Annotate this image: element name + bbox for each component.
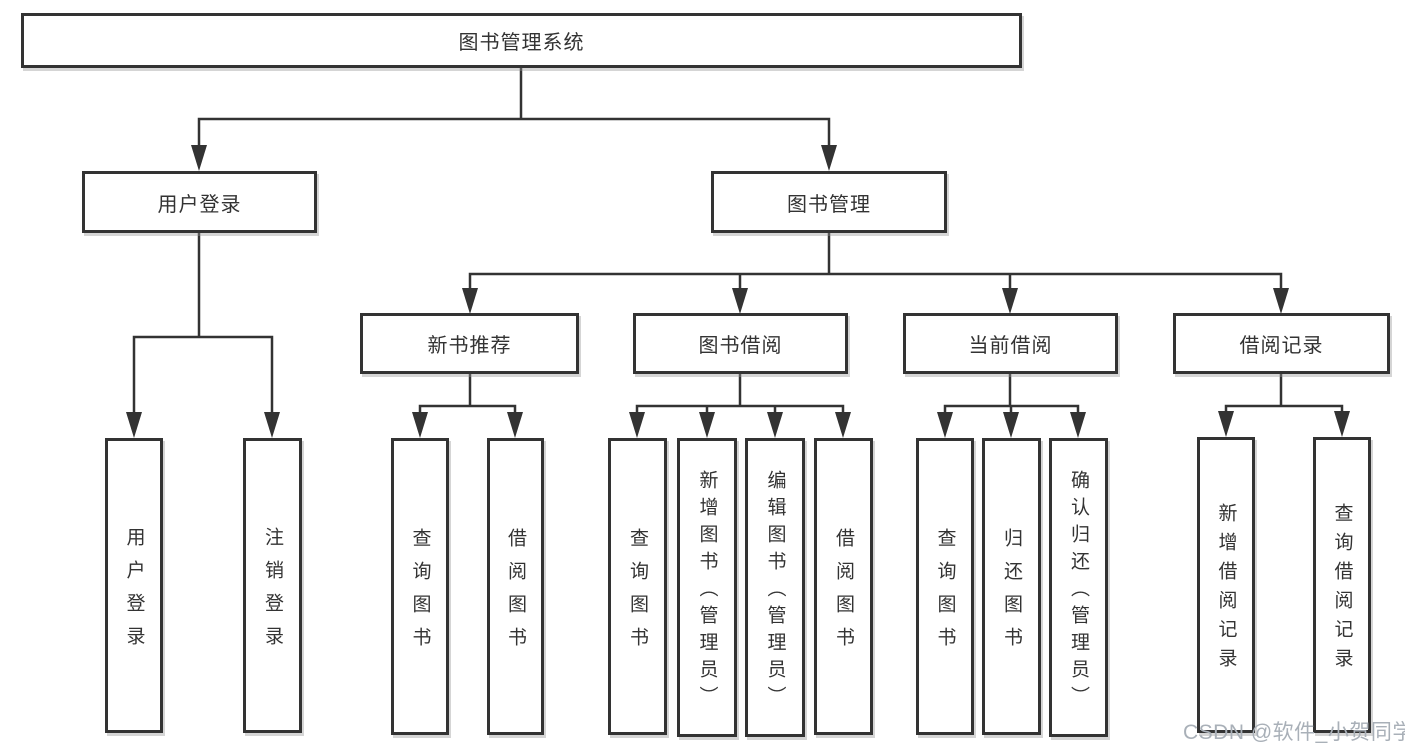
arrowhead-icon [767,412,783,438]
leaf-logout: 注销登录 [243,438,302,733]
node-label: 当前借阅 [968,335,1053,357]
arrowhead-icon [699,412,715,438]
node-label: 借阅记录 [1239,335,1324,357]
arrowhead-icon [507,412,523,438]
arrowhead-icon [629,412,645,438]
node-library-management-system: 图书管理系统 [21,13,1022,68]
leaf-label: 编辑图书（管理员） [764,470,786,713]
leaf-query-books-current: 查询图书 [916,438,974,735]
connector-userlogin-to-leaves [132,230,274,420]
leaf-label: 新增图书（管理员） [696,470,718,713]
node-new-book-recommendation: 新书推荐 [360,313,579,374]
node-label: 图书借阅 [698,335,783,357]
leaf-label: 查询图书 [934,527,956,660]
arrowhead-icon [412,412,428,438]
arrowhead-icon [126,412,142,438]
arrowhead-icon [1070,412,1086,438]
leaf-label: 归还图书 [1001,527,1022,660]
arrowhead-icon [1218,411,1234,437]
node-user-login: 用户登录 [82,171,317,233]
arrowhead-icon [462,288,478,314]
node-book-management: 图书管理 [711,171,947,233]
leaf-query-books-borrow: 查询图书 [608,438,667,735]
leaf-label: 用户登录 [123,526,145,659]
leaf-label: 借阅图书 [833,527,854,660]
node-current-borrowing: 当前借阅 [903,313,1118,374]
arrowhead-icon [937,412,953,438]
csdn-watermark: CSDN @软件_小贺同学 [1183,721,1405,744]
arrowhead-icon [264,412,280,438]
leaf-borrow-books: 借阅图书 [814,438,873,735]
leaf-label: 确认归还（管理员） [1068,470,1089,713]
arrowhead-icon [1003,412,1019,438]
leaf-add-books-admin: 新增图书（管理员） [677,438,737,737]
leaf-label: 新增借阅记录 [1215,503,1237,677]
leaf-label: 查询图书 [409,527,431,660]
node-label: 新书推荐 [427,335,512,357]
leaf-borrow-books-recommend: 借阅图书 [487,438,544,735]
arrowhead-icon [191,145,207,171]
leaf-label: 注销登录 [262,526,283,659]
connector-bookborrow-to-leaves [635,372,845,422]
leaf-label: 查询图书 [627,527,648,660]
arrowhead-icon [732,288,748,314]
arrowhead-icon [1002,288,1018,314]
leaf-edit-books-admin: 编辑图书（管理员） [745,438,805,737]
leaf-confirm-return-admin: 确认归还（管理员） [1049,438,1108,737]
arrowheads [126,145,1350,438]
connector-bookmgmt-to-level3 [468,230,1283,298]
node-label: 图书管理 [787,193,871,216]
connector-borrowrecords-to-leaves [1224,372,1344,422]
leaf-return-books: 归还图书 [982,438,1041,735]
node-borrowing-records: 借阅记录 [1173,313,1390,374]
connector-root-to-level2 [197,64,831,152]
arrowhead-icon [835,412,851,438]
leaf-query-borrow-record: 查询借阅记录 [1313,437,1371,733]
leaf-label: 借阅图书 [505,527,526,660]
arrowhead-icon [821,145,837,171]
node-label: 图书管理系统 [458,32,585,54]
arrowhead-icon [1273,288,1289,314]
arrowhead-icon [1334,411,1350,437]
leaf-add-borrow-record: 新增借阅记录 [1197,437,1255,733]
leaf-query-books-recommend: 查询图书 [391,438,449,735]
node-label: 用户登录 [157,193,242,216]
leaf-label: 查询借阅记录 [1331,503,1353,677]
connector-newbook-to-leaves [418,372,517,422]
leaf-user-login: 用户登录 [105,438,163,733]
node-book-borrowing: 图书借阅 [633,313,848,374]
